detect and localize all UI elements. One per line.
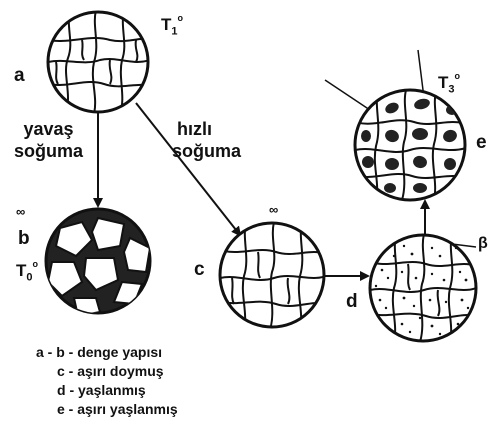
microstructure-e	[355, 90, 466, 200]
temp-e-sub: 3	[448, 83, 454, 95]
temp-a-sub: 1	[171, 25, 177, 37]
temp-a-main: T	[161, 15, 171, 34]
node-a-label: a	[14, 66, 25, 85]
node-a-temperature: T1o	[161, 16, 183, 37]
temp-e-main: T	[438, 73, 448, 92]
microstructure-c	[220, 222, 326, 330]
fast-cooling-line1: hızlı	[148, 118, 241, 140]
fast-cooling-label: hızlı soğuma	[148, 118, 241, 162]
legend-item: a - b - denge yapısı	[36, 343, 178, 362]
legend-item: c - aşırı doymuş	[36, 362, 178, 381]
slow-cooling-label: yavaş soğuma	[14, 118, 83, 162]
node-d-phase-tag: β	[478, 236, 488, 252]
fast-cooling-line2: soğuma	[148, 140, 241, 162]
temp-b-sup: o	[33, 259, 39, 269]
microstructure-a	[48, 10, 150, 114]
node-b-temperature: T0o	[16, 262, 38, 283]
node-d-label: d	[346, 292, 358, 311]
node-e-temperature: T3o	[438, 74, 460, 95]
legend: a - b - denge yapısı c - aşırı doymuş d …	[36, 343, 178, 419]
temp-b-main: T	[16, 261, 26, 280]
legend-item: d - yaşlanmış	[36, 381, 178, 400]
temp-b-sub: 0	[26, 271, 32, 283]
legend-item: e - aşırı yaşlanmış	[36, 400, 178, 419]
node-c-label: c	[194, 260, 205, 279]
microstructure-b	[46, 209, 150, 316]
node-e-label: e	[476, 133, 487, 152]
node-b-phase-tag: ∞	[16, 205, 25, 218]
temp-e-sup: o	[455, 71, 461, 81]
slow-cooling-line1: yavaş	[14, 118, 83, 140]
temp-a-sup: o	[178, 13, 184, 23]
node-c-phase-tag: ∞	[269, 203, 278, 216]
slow-cooling-line2: soğuma	[14, 140, 83, 162]
node-b-label: b	[18, 229, 30, 248]
microstructure-d	[370, 234, 476, 342]
